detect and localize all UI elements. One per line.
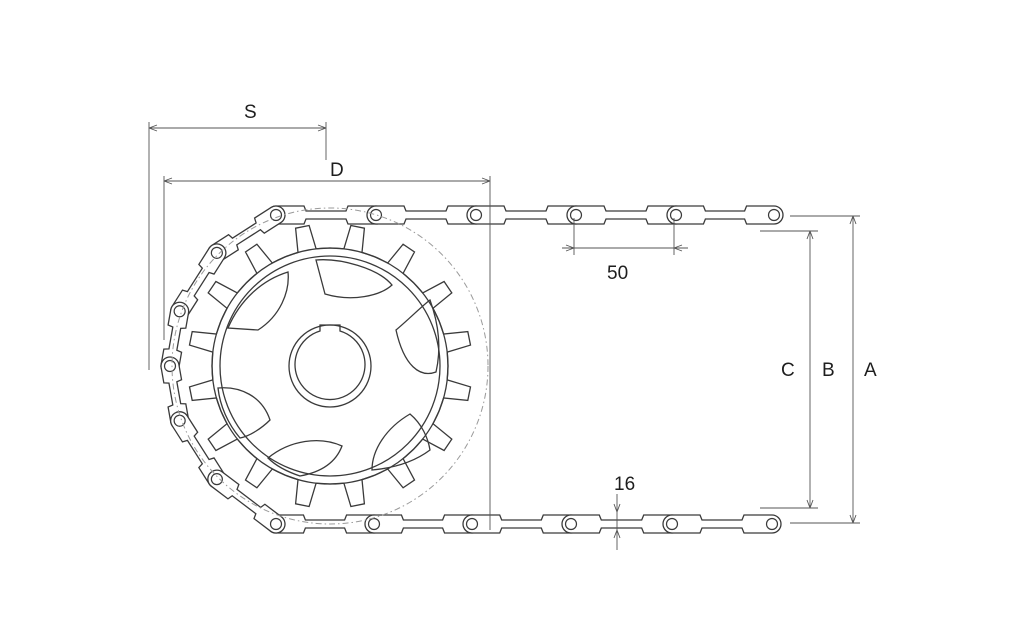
chain-pin xyxy=(269,208,283,222)
dim-b-label: B xyxy=(822,360,835,381)
chain-pin xyxy=(369,208,383,222)
spoke-window xyxy=(315,259,393,299)
chain-pin xyxy=(269,517,283,531)
chain-pin xyxy=(465,517,479,531)
chain-link xyxy=(666,205,784,225)
sprocket-tooth-profile xyxy=(188,224,472,508)
dim-s-label: S xyxy=(244,102,257,123)
sprocket xyxy=(171,207,489,525)
dim-c-label: C xyxy=(781,360,795,381)
spoke-window xyxy=(227,271,289,331)
link-plate xyxy=(666,205,784,225)
sprocket-inner-rim xyxy=(219,255,441,477)
link-plate xyxy=(662,514,782,534)
sprocket-teeth xyxy=(188,224,472,508)
chain-pin xyxy=(569,208,583,222)
bore-keyway xyxy=(294,324,366,401)
spoke-window xyxy=(395,298,440,374)
chain-pin xyxy=(163,359,177,373)
spoke-window xyxy=(267,440,343,477)
chain-pin xyxy=(469,208,483,222)
spoke-window xyxy=(371,413,431,471)
pitch-circle xyxy=(171,207,489,525)
chain-pin xyxy=(367,517,381,531)
dimension-lines xyxy=(148,122,860,550)
chain-pin xyxy=(210,473,223,486)
chain-wrapped-links xyxy=(160,205,286,534)
sprocket-spoke-windows xyxy=(217,259,440,477)
chain-bottom-strand xyxy=(266,514,782,534)
dim-a-label: A xyxy=(864,360,877,381)
chain-pin xyxy=(765,517,779,531)
dim-d-label: D xyxy=(330,160,344,181)
chain-pin xyxy=(564,517,578,531)
sprocket-hub-rim xyxy=(211,247,449,485)
dim-pitch-label: 50 xyxy=(607,263,628,284)
dim-thickness-label: 16 xyxy=(614,474,635,495)
chain-pin xyxy=(210,246,223,259)
chain-pin xyxy=(767,208,781,222)
chain-link xyxy=(662,514,782,534)
chain-pin xyxy=(665,517,679,531)
hub-outer-ring xyxy=(288,324,372,408)
chain-pin xyxy=(669,208,683,222)
spoke-window xyxy=(217,387,271,439)
